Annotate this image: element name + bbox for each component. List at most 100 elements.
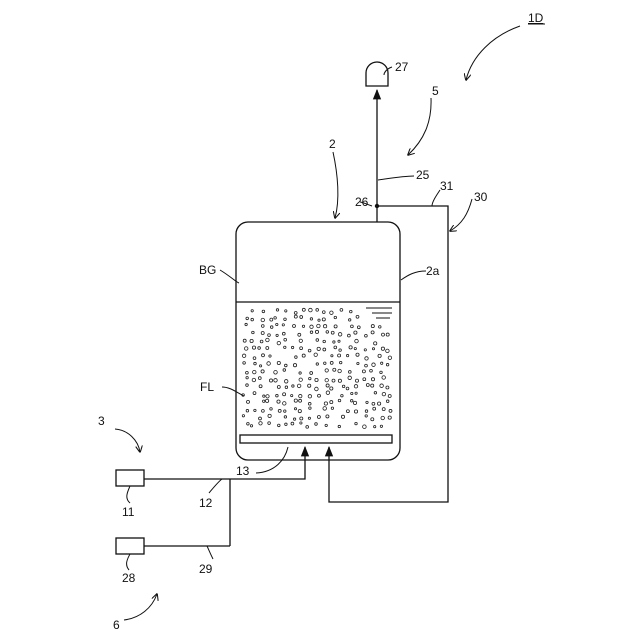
bubble <box>357 326 360 329</box>
bubble <box>308 417 310 419</box>
bubble <box>246 377 248 379</box>
bubble <box>354 331 357 334</box>
label-27: 27 <box>395 60 409 74</box>
bubble <box>316 363 318 365</box>
bubble <box>341 415 344 418</box>
bubble <box>251 318 254 321</box>
bubble <box>354 348 356 350</box>
bubble <box>252 346 255 349</box>
bubble <box>300 417 303 420</box>
bubble <box>386 333 389 336</box>
bubble <box>310 318 312 320</box>
label-13: 13 <box>236 464 250 478</box>
bubble <box>258 347 261 350</box>
bubble <box>372 348 374 350</box>
bubble <box>282 324 284 326</box>
bubble <box>381 333 384 336</box>
bubble <box>252 331 255 334</box>
bubble <box>270 326 273 329</box>
bubble <box>355 339 359 343</box>
bubble <box>291 346 293 348</box>
bubble <box>324 402 327 405</box>
bubble <box>357 362 359 364</box>
bubble <box>251 310 253 312</box>
bubble <box>267 362 271 366</box>
bubble <box>310 372 313 375</box>
bubble <box>341 394 343 396</box>
bubble <box>340 309 343 312</box>
bubble <box>334 325 337 328</box>
bubble <box>338 340 340 342</box>
bubble <box>284 338 287 341</box>
bubbles <box>242 308 392 428</box>
bubble <box>242 354 245 357</box>
bubble <box>242 415 244 417</box>
bubble <box>246 317 249 320</box>
recycle-pipe-line <box>329 206 448 502</box>
bubble <box>326 415 329 418</box>
bubble <box>254 362 257 365</box>
bubble <box>285 386 288 389</box>
bubble <box>276 334 278 336</box>
label-26: 26 <box>355 195 369 209</box>
bubble <box>330 311 333 314</box>
bubble <box>266 347 269 350</box>
sparger-plate <box>240 435 392 443</box>
bubble <box>326 384 329 387</box>
bubble <box>382 408 385 411</box>
bubble <box>318 319 320 321</box>
bubble <box>284 380 288 384</box>
bubble <box>270 318 273 321</box>
bubble <box>270 408 272 410</box>
label-12: 12 <box>199 496 213 510</box>
bubble <box>322 318 325 321</box>
bubble <box>325 424 327 426</box>
bubble <box>302 325 304 327</box>
bubble <box>262 310 265 313</box>
bubble <box>326 331 329 334</box>
bubble <box>259 422 262 425</box>
bubble <box>268 422 271 425</box>
bubble <box>261 370 264 373</box>
bubble <box>294 315 297 318</box>
bubble <box>315 387 319 391</box>
bubble <box>354 410 357 413</box>
bubble <box>261 331 264 334</box>
bubble <box>362 370 365 373</box>
bubble <box>278 424 281 427</box>
bubble <box>259 385 262 388</box>
bubble <box>274 379 278 383</box>
bubble <box>308 395 311 398</box>
bubble <box>379 326 381 328</box>
bubble <box>316 339 319 342</box>
bubble <box>276 323 278 325</box>
bubble <box>284 410 286 412</box>
bubble <box>262 354 265 357</box>
bubble <box>346 410 349 413</box>
bubble <box>250 425 252 427</box>
bubble <box>377 402 380 405</box>
bubble <box>259 417 262 420</box>
bubble <box>386 363 388 365</box>
bubble <box>356 315 359 318</box>
bubble <box>349 346 352 349</box>
bubble <box>277 341 280 344</box>
bubble <box>386 386 389 389</box>
bubble <box>284 364 287 367</box>
bubble <box>325 369 328 372</box>
bubble <box>298 333 301 336</box>
bubble <box>302 308 305 311</box>
bubble <box>310 325 313 328</box>
bubble <box>260 365 262 367</box>
bubble <box>338 425 340 427</box>
bubble <box>371 331 374 334</box>
bubble <box>355 392 357 394</box>
bubble <box>265 399 268 402</box>
bubble <box>346 354 348 356</box>
bubble <box>252 378 255 381</box>
bubble <box>277 400 280 403</box>
bubble <box>330 387 333 390</box>
bubble <box>309 407 311 409</box>
bubble <box>356 353 359 356</box>
